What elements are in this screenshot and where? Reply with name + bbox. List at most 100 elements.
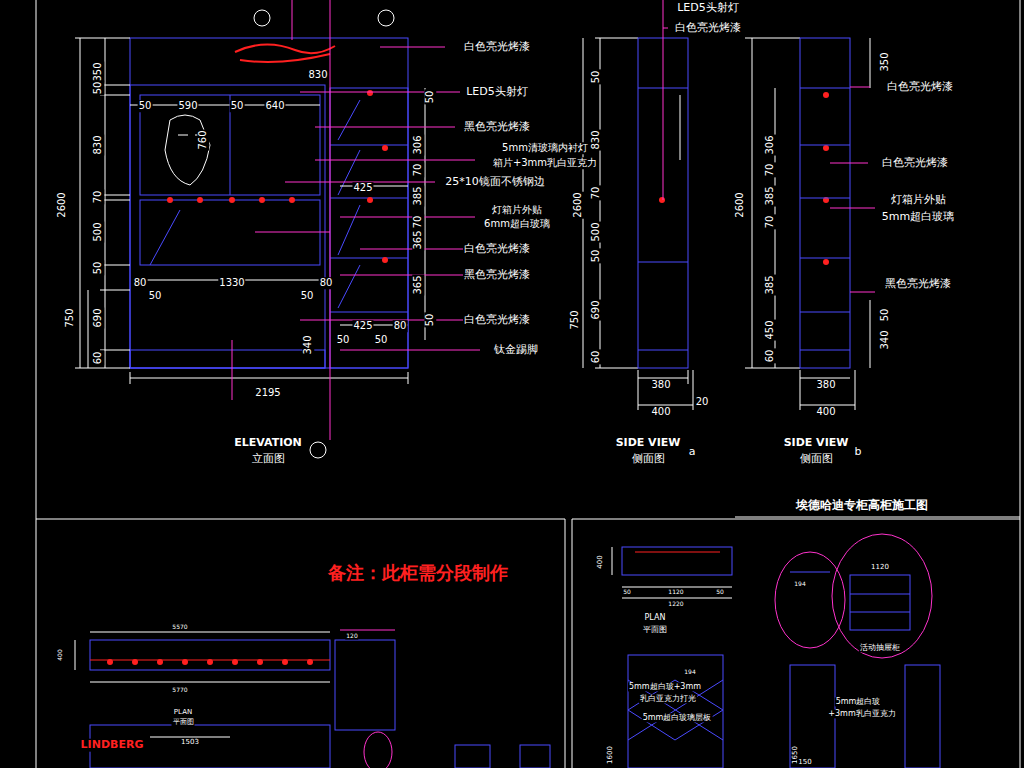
annotation-text: 白色亮光烤漆 — [886, 81, 954, 94]
annotation-text: 80 — [319, 277, 334, 289]
dimension-text: 500 — [590, 221, 602, 242]
annotation-text: 5mm超白玻+3mm — [628, 682, 702, 691]
dimension-text: 365 — [412, 229, 424, 250]
dimension-text: 2600 — [734, 191, 746, 218]
annotation-text: 5570 — [171, 624, 188, 631]
annotation-text: 50 — [374, 334, 389, 346]
dimension-text: 306 — [412, 134, 424, 155]
annotation-text: ELEVATION — [233, 437, 303, 450]
annotation-text: 50 — [300, 290, 315, 302]
plan-bottom-right — [622, 547, 940, 768]
annotation-text: 590 — [177, 100, 198, 112]
annotation-text: b — [854, 446, 863, 459]
dimension-text: 50 — [590, 249, 602, 264]
annotation-text: 425 — [352, 320, 373, 332]
dimension-text: 385 — [764, 274, 776, 295]
annotation-text: 白色亮光烤漆 — [463, 243, 531, 256]
spot-lights — [107, 659, 313, 665]
dimension-text: 70 — [590, 186, 602, 201]
dimension-text: 400 — [596, 554, 604, 569]
annotation-text: 20 — [695, 396, 710, 408]
annotation-text: 194 — [793, 581, 806, 588]
annotation-text: 25*10镜面不锈钢边 — [444, 176, 546, 189]
dimension-lines — [75, 632, 330, 737]
leader-lines — [232, 0, 932, 768]
spot-lights — [167, 90, 829, 265]
logo — [235, 44, 335, 62]
annotation-text: 侧面图 — [799, 453, 834, 466]
annotation-text: 立面图 — [251, 453, 286, 466]
annotation-text: 灯箱片外贴 — [491, 204, 543, 216]
dimension-text: 70 — [412, 215, 424, 230]
dimension-text: 50 — [424, 90, 436, 105]
annotation-text: 1330 — [218, 277, 245, 289]
plan-bottom-left — [90, 640, 550, 768]
annotation-text: LINDBERG — [80, 739, 145, 752]
annotation-text: 1503 — [180, 738, 200, 746]
annotation-text: 830 — [307, 69, 328, 81]
annotation-text: LED5头射灯 — [465, 86, 529, 99]
dimension-text: 760 — [197, 129, 209, 150]
drawing-title: 埃德哈迪专柜高柜施工图 — [795, 499, 929, 513]
dimension-text: 365 — [412, 274, 424, 295]
cabinet-elevation — [130, 38, 408, 368]
annotation-text: 箱片+3mm乳白亚克力 — [492, 157, 598, 169]
dimension-text: 70 — [412, 163, 424, 178]
dimension-text: 70 — [92, 190, 104, 205]
annotation-text: 380 — [815, 379, 836, 391]
section-symbol — [254, 10, 394, 458]
dimension-text: 50 — [879, 308, 891, 323]
annotation-text: 50 — [336, 334, 351, 346]
annotation-text: SIDE VIEW — [783, 437, 850, 450]
annotation-text: 380 — [650, 379, 671, 391]
annotation-text: PLAN — [173, 708, 193, 716]
dimension-text: 70 — [764, 215, 776, 230]
dimension-lines — [612, 547, 732, 598]
annotation-text: 50 — [230, 100, 245, 112]
annotation-text: 1220 — [667, 601, 684, 608]
annotation-text: 50 — [138, 100, 153, 112]
dimension-text: 690 — [590, 299, 602, 320]
dimension-text: 450 — [764, 319, 776, 340]
dimension-text: 50 — [590, 70, 602, 85]
dimension-text: 350 — [879, 51, 891, 72]
annotation-text: 白色亮光烤漆 — [463, 41, 531, 54]
annotation-text: 白色亮光烤漆 — [881, 157, 949, 170]
dimension-text: 60 — [590, 350, 602, 365]
annotation-text: LED5头射灯 — [676, 2, 740, 15]
dimension-text: 385 — [412, 185, 424, 206]
dimension-text: 340 — [879, 329, 891, 350]
annotation-text: 5mm超白玻 — [835, 697, 882, 706]
dimension-text: 60 — [92, 351, 104, 366]
annotation-text: 白色亮光烤漆 — [463, 314, 531, 327]
annotation-text: 白色亮光烤漆 — [674, 22, 742, 35]
annotation-text: 备注：此柜需分段制作 — [327, 563, 509, 584]
dimension-text: 50 — [92, 261, 104, 276]
dimension-text: 750 — [569, 309, 581, 330]
annotation-text: 80 — [393, 320, 408, 332]
dimension-text: 500 — [92, 221, 104, 242]
dimension-text: 2600 — [56, 191, 68, 218]
dimension-text: 2600 — [572, 191, 584, 218]
annotation-text: 2195 — [254, 387, 281, 399]
dimension-text: 690 — [92, 307, 104, 328]
annotation-text: 50 — [715, 589, 725, 596]
dimension-text: 70 — [764, 163, 776, 178]
annotation-text: 50 — [622, 589, 632, 596]
annotation-text: 400 — [650, 406, 671, 418]
annotation-text: 425 — [352, 182, 373, 194]
annotation-text: 80 — [133, 277, 148, 289]
annotation-text: 乳白亚克力打光 — [639, 694, 697, 703]
annotation-text: 5mm超白玻璃 — [881, 211, 955, 224]
dimension-text: 385 — [764, 185, 776, 206]
annotation-text: 活动抽屉柜 — [859, 643, 901, 652]
dimension-text: 306 — [764, 134, 776, 155]
dimension-text: 1600 — [606, 745, 614, 765]
dimension-text: 830 — [92, 134, 104, 155]
annotation-text: 150 — [797, 758, 812, 766]
annotation-text: 钛金踢脚 — [493, 344, 539, 357]
face-sketch — [165, 115, 210, 185]
annotation-text: 5mm超白玻璃层板 — [642, 713, 713, 722]
annotation-text: 黑色亮光烤漆 — [463, 269, 531, 282]
